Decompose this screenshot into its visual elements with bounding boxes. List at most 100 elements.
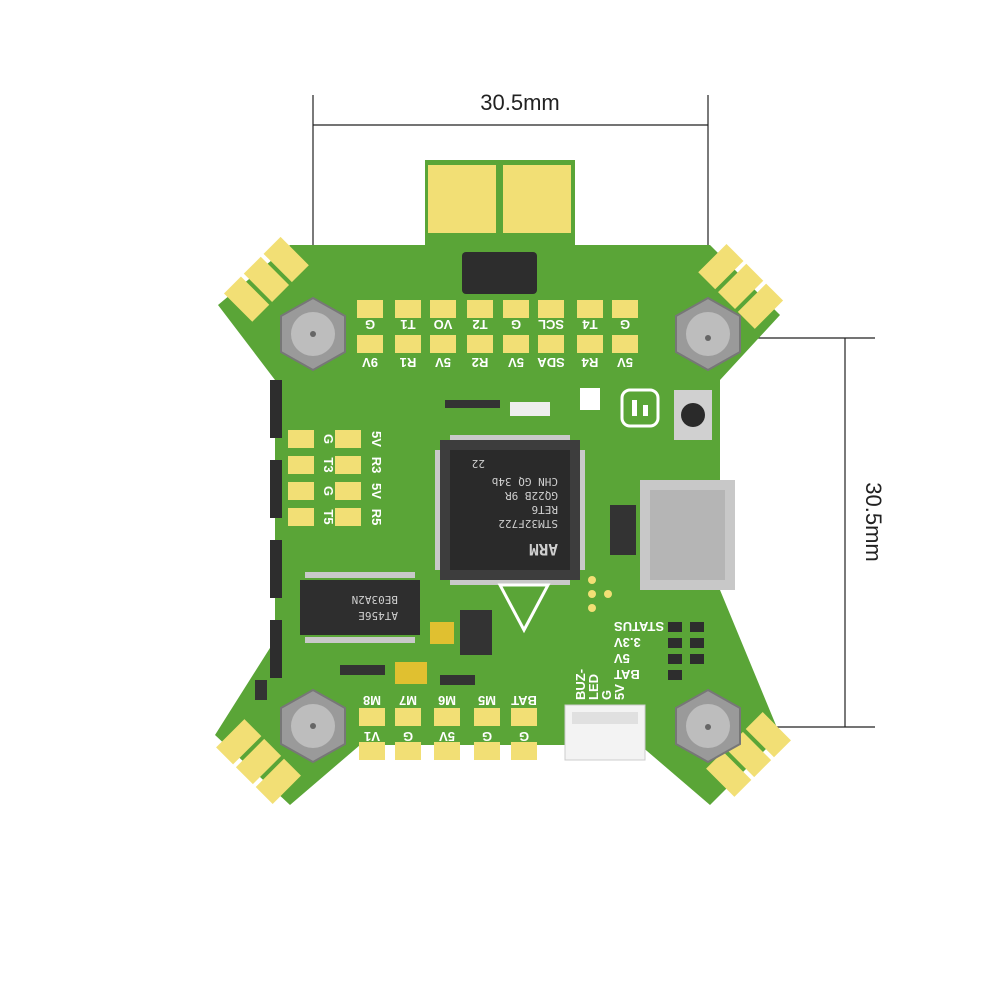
mcu-line-4: CHN GQ 34b [492,475,558,488]
motor-row1-label-3: M5 [478,693,496,708]
top-row2-label-3: R2 [472,355,489,370]
top-row1-pad-6 [577,300,603,318]
status-label-0: STATUS [614,619,664,634]
top-row1-label-5: SCL [538,317,564,332]
driver-chip: AT456E BE03A2N [300,572,420,643]
top-row2-pad-4 [503,335,529,353]
left-pad-label-b-0: 5V [369,431,384,447]
status-label-3: BAT [614,667,640,682]
top-row2-label-4: 5V [508,355,524,370]
mounting-nut-bottom-left [280,688,346,764]
mcu-mark: 22 [472,457,485,470]
left-pad-label-b-2: 5V [369,483,384,499]
top-row2-pad-1 [395,335,421,353]
motor-row1-pad-0 [359,708,385,726]
left-pad-b-2 [335,482,361,500]
motor-row1-pad-2 [434,708,460,726]
driver-chip-line-1: AT456E [358,609,398,622]
top-row1-label-1: T1 [400,317,415,332]
top-row1-label-7: G [620,317,630,332]
motor-row2-label-0: V1 [364,729,380,744]
left-pad-b-0 [335,430,361,448]
vertical-dimension-label: 30.5mm [861,482,886,561]
mounting-nut-bottom-right [675,688,741,764]
top-row2-pad-0 [357,335,383,353]
motor-row2-pad-4 [511,742,537,760]
top-row1-pad-7 [612,300,638,318]
top-row1-label-0: G [365,317,375,332]
left-pad-a-3 [288,508,314,526]
boot-button [674,390,712,440]
top-row2-pad-2 [430,335,456,353]
left-pad-a-2 [288,482,314,500]
motor-row2-label-1: G [403,729,413,744]
top-row1-label-3: T2 [472,317,487,332]
connector-label-1: LED [586,674,601,700]
left-pad-label-b-1: R3 [369,457,384,474]
power-pad-right [503,165,571,233]
brand-logo-icon [620,388,660,428]
diode-component [462,252,537,294]
mounting-nut-top-right [675,296,741,372]
motor-row2-pad-2 [434,742,460,760]
left-pad-a-1 [288,456,314,474]
top-row2-label-5: SDA [537,355,565,370]
status-leds [668,622,704,680]
top-row2-pad-7 [612,335,638,353]
top-row1-label-4: G [511,317,521,332]
side-connectors [270,380,282,678]
arrow-logo-icon [497,583,551,634]
usb-port [640,480,735,590]
mcu-line-3: GQ22B 9R [505,489,558,502]
mcu-line-1: STM32F722 [498,517,558,530]
motor-row1-pad-3 [474,708,500,726]
left-pad-b-1 [335,456,361,474]
connector-label-0: BUZ- [573,669,588,700]
motor-row1-pad-4 [511,708,537,726]
motor-row1-label-4: BAT [511,693,537,708]
top-row1-pad-0 [357,300,383,318]
top-row1-label-6: T4 [582,317,598,332]
connector-label-3: 5V [612,684,627,700]
left-pad-b-3 [335,508,361,526]
motor-row1-label-2: M6 [438,693,456,708]
top-row1-pad-1 [395,300,421,318]
left-pad-a-0 [288,430,314,448]
top-row1-pad-2 [430,300,456,318]
left-pad-label-a-1: T3 [321,457,336,472]
jst-connector [564,704,646,761]
top-row1-pad-4 [503,300,529,318]
horizontal-dimension-label: 30.5mm [480,90,559,115]
connector-label-2: G [599,690,614,700]
mcu-line-2: RET6 [532,503,559,516]
motor-row2-pad-0 [359,742,385,760]
corner-pads [216,236,791,804]
top-row1-pad-3 [467,300,493,318]
mcu-chip: STM32F722 RET6 GQ22B 9R CHN GQ 34b ARM 2… [435,435,585,585]
motor-row1-label-0: M8 [363,693,381,708]
top-row2-label-7: 5V [617,355,633,370]
top-row2-pad-5 [538,335,564,353]
top-row2-pad-3 [467,335,493,353]
top-row2-label-0: 9V [362,355,378,370]
top-row1-pad-5 [538,300,564,318]
top-row2-label-2: 5V [435,355,451,370]
top-row2-label-6: R4 [581,355,598,370]
motor-row2-pad-1 [395,742,421,760]
left-pad-label-a-2: G [321,486,336,496]
motor-row2-label-3: G [482,729,492,744]
motor-row2-label-4: G [519,729,529,744]
status-label-1: 3.3V [614,635,641,650]
motor-row2-pad-3 [474,742,500,760]
test-pads [588,576,612,612]
status-label-2: 5V [614,651,630,666]
driver-chip-line-2: BE03A2N [352,593,398,606]
